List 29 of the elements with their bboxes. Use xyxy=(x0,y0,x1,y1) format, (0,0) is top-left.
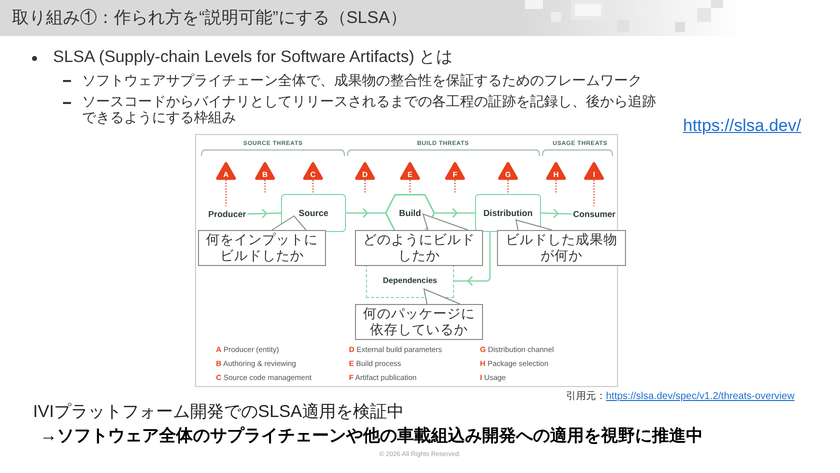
stage-label: Producer xyxy=(200,206,248,222)
dotted-line xyxy=(409,180,411,194)
note-text: IVIプラットフォーム開発でのSLSA適用を検証中 xyxy=(33,401,404,422)
slide-title: 取り組み①：作られ方を“説明可能”にする（SLSA） xyxy=(12,7,407,29)
arrow xyxy=(247,208,282,218)
link: https://slsa.dev/ xyxy=(683,116,802,136)
dotted-line xyxy=(264,180,266,194)
dotted-line xyxy=(454,180,456,194)
stage-label: Consumer xyxy=(571,206,615,222)
dotted-line xyxy=(225,180,227,206)
bullet-text: SLSA (Supply-chain Levels for Software Artifacts) とは xyxy=(53,48,453,68)
dotted-line xyxy=(593,180,595,206)
arrow xyxy=(434,208,476,218)
dotted-line xyxy=(364,180,366,194)
callout-pointer xyxy=(272,215,306,230)
dotted-line xyxy=(555,180,557,194)
arrow xyxy=(540,208,572,218)
arrow xyxy=(345,208,386,218)
callout-pointer xyxy=(423,288,460,304)
dotted-line xyxy=(507,180,509,194)
bullet-text: ソフトウェアサプライチェーン全体で、成果物の整合性を保証するためのフレームワーク xyxy=(82,72,642,89)
source-label: 引用元： xyxy=(566,391,606,403)
dotted-line xyxy=(312,180,314,194)
callout-pointer xyxy=(515,219,552,230)
link: https://slsa.dev/spec/v1.2/threats-overview xyxy=(606,391,794,403)
bullet-text: ソースコードからバイナリとしてリリースされるまでの各工程の証跡を記録し、後から追跡できるようにする枠組み xyxy=(82,94,657,125)
arrow xyxy=(453,231,491,286)
note-text: →ソフトウェア全体のサプライチェーンや他の車載組込み開発への適用を視野に推進中 xyxy=(40,426,704,446)
callout-pointer xyxy=(422,213,468,230)
